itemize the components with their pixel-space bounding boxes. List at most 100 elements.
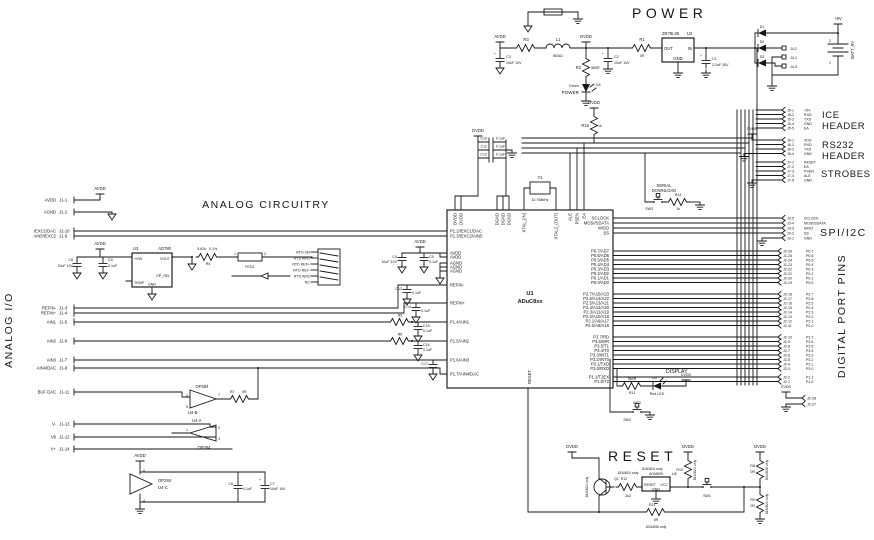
c16-value: 0.1uF [423,348,433,352]
reset-title: RESET [608,448,677,464]
u4a-part: OP284 [197,445,211,450]
d4-color: Green [569,84,579,88]
resistor-pack [317,248,341,286]
j4-3-label: J4-3 [790,65,797,69]
analog-net-wires [79,230,448,450]
svg-text:J5-2: J5-2 [787,113,794,117]
svg-text:J1-10: J1-10 [59,229,70,234]
port-pin-row: P3.1/TXD J2-4 P3.1 [591,360,813,368]
svg-text:V-: V- [52,422,57,427]
svg-text:P0.3/AD3: P0.3/AD3 [591,267,610,272]
svg-text:RTD REF+: RTD REF+ [292,262,310,266]
svg-text:J2-13: J2-13 [783,315,792,319]
mcu-top-stubs [454,202,585,211]
port-pin-row: P3.0/RXD J2-3 P3.0 [590,365,813,372]
svg-text:P3.7/RD: P3.7/RD [593,335,609,340]
p3-rows: P3.7/RD J2-10 P3.7 P3.6/WR J2-9 P3.6 P3.… [590,333,813,372]
l1-ref: L1 [556,37,561,42]
r11-ref: R11 [649,503,655,507]
svg-text:RXD: RXD [804,143,812,147]
svg-text:J5-3: J5-3 [787,117,794,121]
svg-text:J2-6: J2-6 [783,353,790,357]
svg-text:P2.6/A14/A22: P2.6/A14/A22 [583,296,610,301]
svg-text:J2-22: J2-22 [783,267,792,271]
analog-circuitry-section: ANALOG CIRCUITRY AVDD C8 10uF 10V C9 0.1… [57,199,448,450]
u4b-ref: U4-B [188,410,198,415]
u3-ref: U3 [133,246,139,251]
svg-text:SCLOCK: SCLOCK [592,216,609,221]
svg-text:REFIN-: REFIN- [42,306,57,311]
header-pin-row: J7-4 ALE [755,172,811,179]
r10-condition: 816/824 only [693,460,697,481]
r8-ref: R8 [750,464,755,468]
mcu-pin-label: XTAL2_(OUT) [554,212,559,239]
port-pin-row: P0.3/AD3 J2-22 P0.3 [591,265,813,273]
mcu-ref: U1 [526,291,533,297]
u4b-pin6: 6 [186,394,188,398]
mcu-pin-label: DGND [495,213,500,225]
svg-text:P2.7: P2.7 [806,292,813,296]
svg-text:P0.2/AD2: P0.2/AD2 [591,271,610,276]
mcu-pin-label: P1.4/AIN1 [450,320,470,325]
horizontal-bus [521,137,754,154]
u4b-pin7: 7 [218,393,220,397]
header-pin-row: J7-5 GND [755,176,812,184]
svg-text:J2-25: J2-25 [783,254,792,258]
svg-text:P2.0/A8/A16: P2.0/A8/A16 [585,323,609,328]
d4-ref: D4 [596,83,601,87]
svg-text:J2-7: J2-7 [783,349,790,353]
dvdd-label: DVDD [747,127,758,131]
strobes-rows: J7-1 RESET J7-2 EA J7-3 PSEN J7-4 ALE J7… [755,158,817,184]
svg-text:P1.1/T2EX: P1.1/T2EX [589,375,609,380]
svg-text:P0.4/AD4: P0.4/AD4 [591,262,610,267]
u2-in-pin: IN [688,46,692,51]
power-title: POWER [632,5,707,21]
svg-text:P3.2/INT0: P3.2/INT0 [590,357,610,362]
p0-rows: P0.7/AD7 J2-26 P0.7 P0.6/AD6 J2-25 P0.6 … [591,247,813,286]
opamp-u4c-power [129,473,154,495]
link-options: RTD ON RTD AIN1 RTD REF+ RTD REF- RTD AI… [292,250,319,284]
rs232-title-2: HEADER [822,151,865,162]
battery-b1 [827,29,849,67]
svg-text:J7-2: J7-2 [787,165,794,169]
svg-text:P3.6/WR: P3.6/WR [592,339,609,344]
u4a-pin3: 3 [218,437,220,441]
y1-ref: Y1 [537,175,543,180]
svg-text:GND: GND [804,178,812,182]
svg-text:J2-1: J2-1 [783,380,790,384]
r12-value: 2k2 [625,494,631,498]
port-pin-row: P3.7/RD J2-10 P3.7 [593,333,813,341]
svg-text:J2-17: J2-17 [783,297,792,301]
c2-ref: C2 [614,55,619,59]
dvdd-label: DVDD [681,373,692,377]
u6-condition: 816/824 only [642,467,663,471]
analog-io-pin: V+J1-14 [51,445,81,453]
c6-ref: C6 [228,482,233,486]
sw2-ref: SW2 [623,418,631,422]
svg-text:AIN4/DAC: AIN4/DAC [37,366,56,371]
c3-ref: C3 [506,55,511,59]
svg-text:J1-14: J1-14 [59,447,70,452]
p2-rows: P2.7/A15/A23 J2-18 P2.7 P2.6/A14/A22 J2-… [583,290,813,329]
c17-ref: C17 [421,362,428,366]
svg-text:RTD AIN1: RTD AIN1 [294,256,310,260]
display-title: DISPLAY [666,369,688,375]
svg-text:P2.2: P2.2 [806,315,813,319]
c3-plus: + [494,52,496,56]
c10-value: 0.1uF [496,137,506,141]
svg-text:P3.4: P3.4 [806,349,813,353]
u3-gnd-pin: GND [148,283,156,287]
svg-text:J2-24: J2-24 [783,258,792,262]
svg-text:SCLOCK: SCLOCK [804,216,819,220]
svg-text:IEXC1/DAC: IEXC1/DAC [34,229,56,234]
u6-gnd-pin: GND [652,488,660,492]
ground-link [543,8,563,16]
svg-text:MOSI/SDATA: MOSI/SDATA [804,221,826,225]
analog-io-title: ANALOG I/O [3,292,15,368]
plus9v-label: +9V [834,16,842,21]
avdd-label: AVDD [94,186,105,191]
u3-part: AD780 [158,246,171,251]
d1-ref: D1 [760,25,765,29]
